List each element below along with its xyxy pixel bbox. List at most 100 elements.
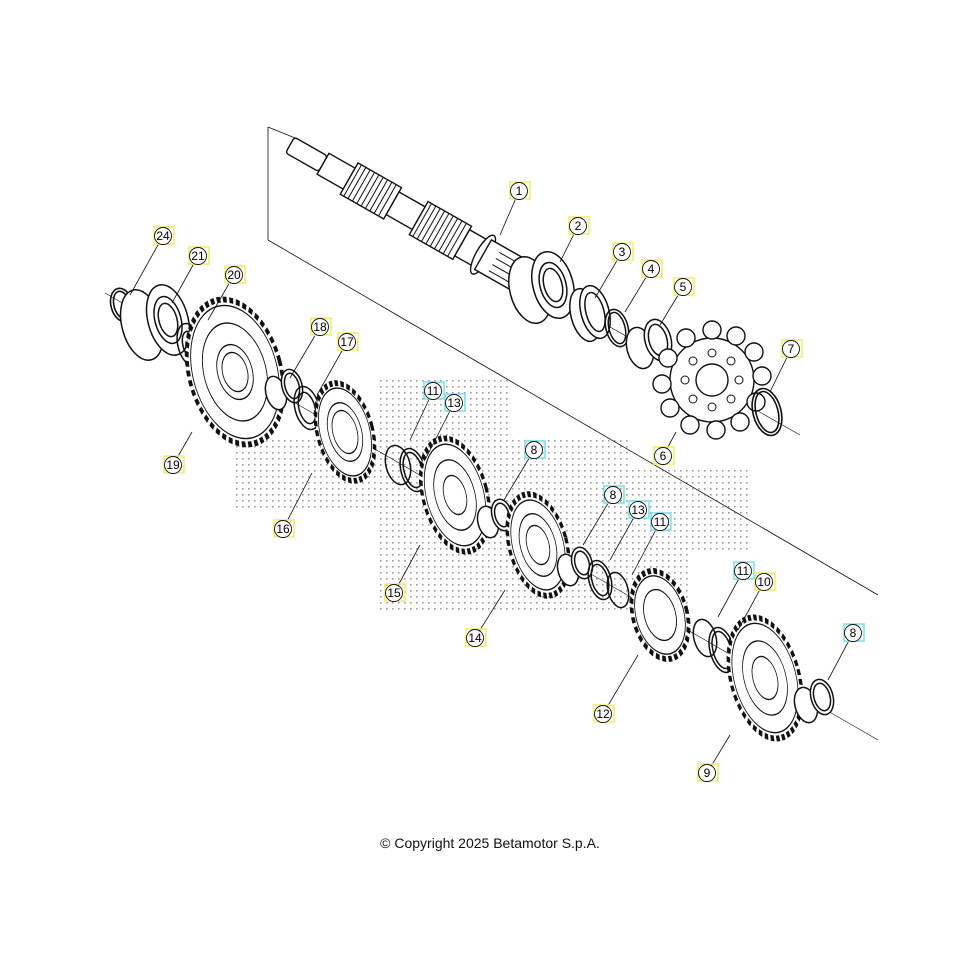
callout-part-13[interactable]: 13 <box>424 393 466 461</box>
callout-part-19[interactable]: 19 <box>163 431 193 474</box>
callout-circle <box>510 182 528 200</box>
callout-part-15[interactable]: 15 <box>384 544 421 602</box>
leader-line <box>602 654 639 715</box>
leader-line <box>129 235 164 296</box>
callout-circle <box>525 441 543 459</box>
gear-12 <box>629 568 691 662</box>
callout-circle <box>604 486 622 504</box>
callout-number: 24 <box>156 229 170 243</box>
callout-circle <box>613 243 631 261</box>
callout-part-11[interactable]: 11 <box>631 512 672 576</box>
callout-part-21[interactable]: 21 <box>171 246 210 304</box>
callout-number: 13 <box>447 396 461 410</box>
callout-part-1[interactable]: 1 <box>499 181 531 236</box>
callout-part-24[interactable]: 24 <box>129 226 175 296</box>
gear-16 <box>313 380 377 484</box>
callout-number: 10 <box>757 575 771 589</box>
callout-circle <box>164 456 182 474</box>
callout-part-5[interactable]: 5 <box>659 277 695 326</box>
callout-number: 8 <box>850 626 857 640</box>
callout-part-8[interactable]: 8 <box>503 440 546 501</box>
callout-circle <box>338 333 356 351</box>
gear-15 <box>418 435 492 555</box>
circlip-11c <box>692 618 718 658</box>
callout-number: 9 <box>704 766 711 780</box>
callout-circle <box>311 318 329 336</box>
ring-3 <box>569 284 611 343</box>
callout-part-10[interactable]: 10 <box>737 572 776 631</box>
callout-number: 20 <box>227 268 241 282</box>
callout-circle <box>782 340 800 358</box>
callout-circle <box>154 227 172 245</box>
leader-line <box>316 341 348 396</box>
callout-part-8[interactable]: 8 <box>582 485 625 546</box>
o-ring-4 <box>604 308 630 348</box>
leader-line <box>474 589 506 639</box>
callout-part-7[interactable]: 7 <box>769 339 803 393</box>
callout-number: 3 <box>619 245 626 259</box>
gear-9 <box>726 614 804 742</box>
callout-number: 11 <box>737 564 750 578</box>
callout-number: 5 <box>680 280 687 294</box>
callout-number: 11 <box>427 384 440 398</box>
callout-circle <box>189 247 207 265</box>
callout-circle <box>642 260 660 278</box>
callout-number: 21 <box>191 249 205 263</box>
leader-line <box>424 402 455 461</box>
callout-circle <box>674 278 692 296</box>
callout-number: 18 <box>313 320 327 334</box>
callout-circle <box>424 382 442 400</box>
callout-circle <box>466 629 484 647</box>
callout-part-2[interactable]: 2 <box>559 216 590 263</box>
callout-circle <box>698 764 716 782</box>
callout-circle <box>654 447 672 465</box>
callout-part-11[interactable]: 11 <box>409 381 445 441</box>
callout-circle <box>225 266 243 284</box>
bushing-8b <box>556 546 594 587</box>
callout-circle <box>385 584 403 602</box>
sprocket-6 <box>652 320 772 440</box>
callout-circle <box>629 501 647 519</box>
callout-number: 19 <box>166 458 180 472</box>
callout-part-9[interactable]: 9 <box>697 734 731 782</box>
callout-circle <box>844 624 862 642</box>
gear-14 <box>505 491 571 599</box>
callout-part-20[interactable]: 20 <box>207 265 246 321</box>
copyright-notice: © Copyright 2025 Betamotor S.p.A. <box>380 835 600 851</box>
callout-part-17[interactable]: 17 <box>316 332 359 396</box>
bearing-2 <box>508 251 575 324</box>
callout-part-8[interactable]: 8 <box>827 623 865 681</box>
bushing-8c <box>793 678 835 724</box>
leader-line <box>631 521 661 576</box>
callout-part-4[interactable]: 4 <box>624 259 663 313</box>
callout-number: 4 <box>648 262 655 276</box>
main-shaft <box>285 137 538 296</box>
callout-part-13[interactable]: 13 <box>609 500 650 561</box>
callout-circle <box>569 217 587 235</box>
callout-part-11[interactable]: 11 <box>717 561 755 618</box>
callout-circle <box>734 562 752 580</box>
callout-circle <box>274 520 292 538</box>
callout-number: 16 <box>276 522 290 536</box>
part-callouts: 1234567888910111111121313141516171819202… <box>129 181 865 782</box>
gear-19 <box>184 296 286 448</box>
callout-circle <box>445 394 463 412</box>
callout-circle <box>594 705 612 723</box>
callout-number: 7 <box>788 342 795 356</box>
callout-circle <box>755 573 773 591</box>
callout-part-3[interactable]: 3 <box>594 242 634 299</box>
callout-number: 17 <box>340 335 354 349</box>
circlip-11b <box>606 571 630 609</box>
callout-number: 1 <box>516 184 523 198</box>
callout-part-12[interactable]: 12 <box>593 654 639 723</box>
callout-number: 8 <box>531 443 538 457</box>
callout-circle <box>651 513 669 531</box>
callout-part-18[interactable]: 18 <box>289 317 332 379</box>
circlip-11a <box>384 444 412 486</box>
callout-number: 8 <box>610 488 617 502</box>
callout-part-6[interactable]: 6 <box>653 431 677 465</box>
callout-number: 14 <box>468 631 482 645</box>
callout-part-16[interactable]: 16 <box>273 472 313 538</box>
callout-part-14[interactable]: 14 <box>465 589 506 647</box>
circlip-7 <box>751 387 783 437</box>
